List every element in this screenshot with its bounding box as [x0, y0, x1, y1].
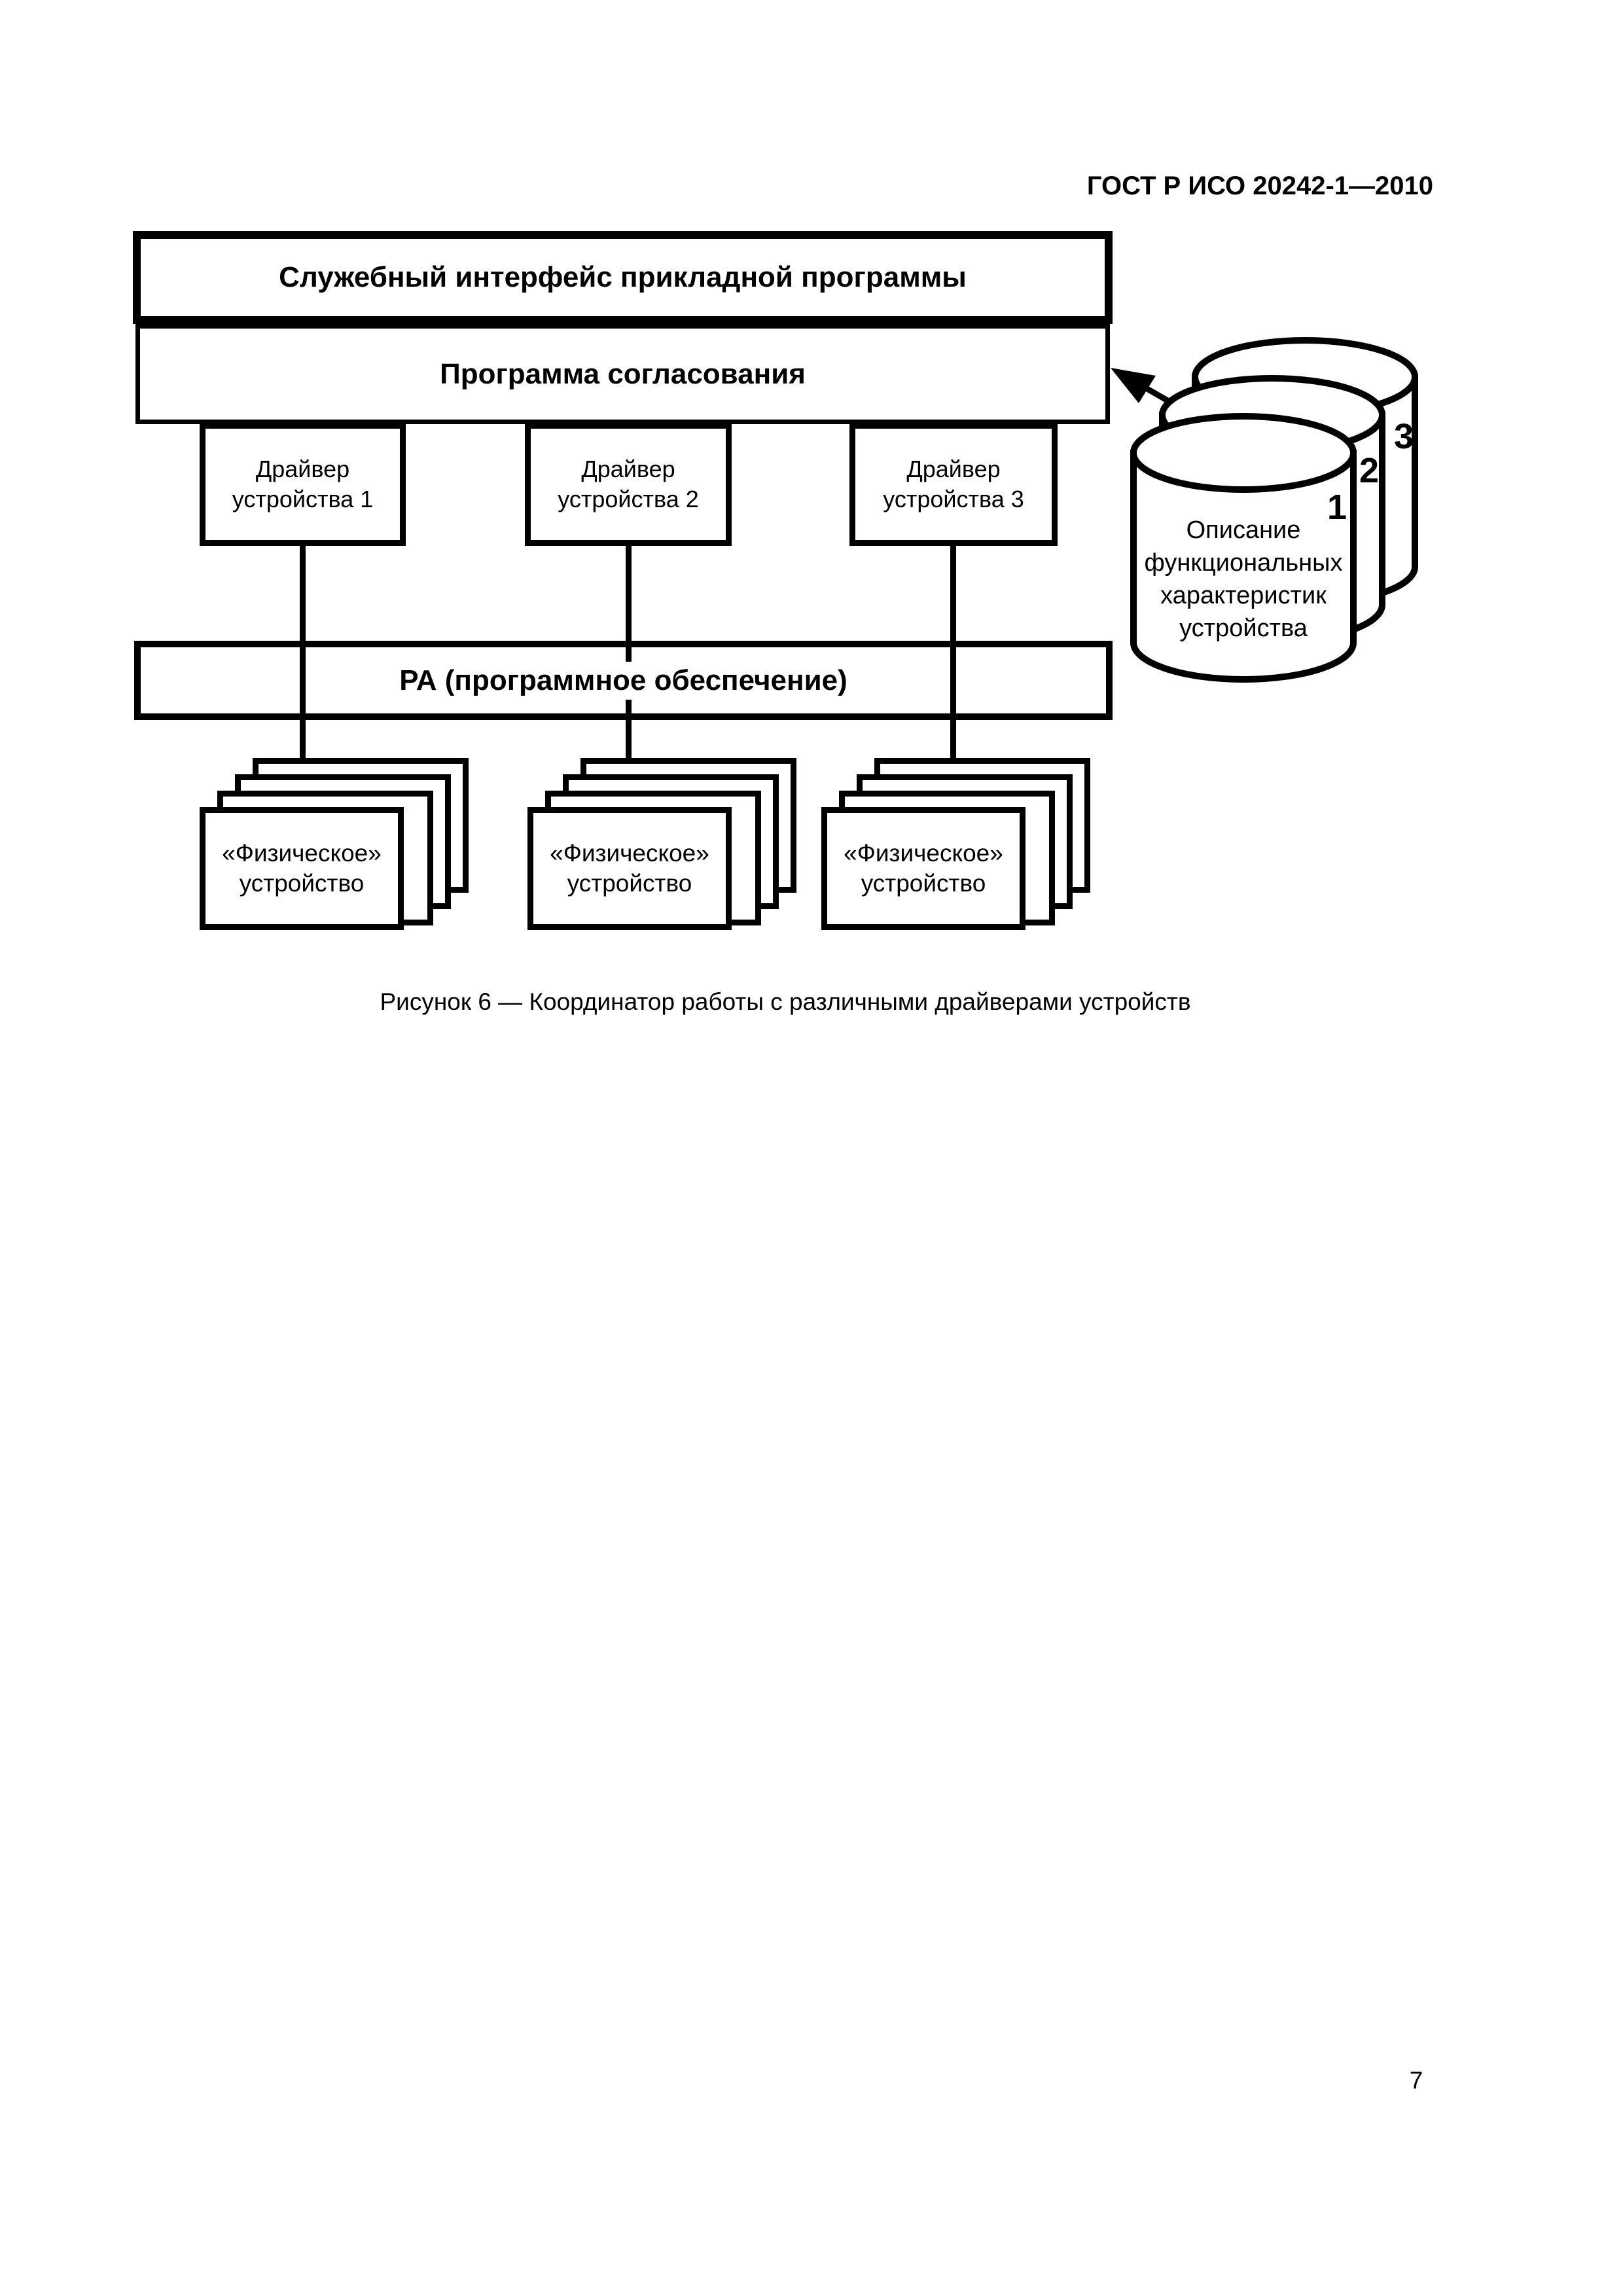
- coordinator-label: Программа согласования: [440, 357, 806, 390]
- database-text: Описание функциональных характеристик ус…: [1145, 516, 1343, 642]
- pa-software-label: РА (программное обеспечение): [387, 661, 859, 700]
- driver-1-line2: устройства 1: [232, 486, 374, 512]
- database-text-line-4: устройства: [1179, 615, 1308, 642]
- cylinder-label-3: 3: [1394, 417, 1414, 456]
- device-1-line1: «Физическое»: [222, 840, 382, 867]
- device-3-line2: устройство: [861, 870, 986, 897]
- connector-line-1: [300, 543, 306, 762]
- driver-box-3: Драйвер устройства 3: [849, 423, 1058, 546]
- service-interface-label: Служебный интерфейс прикладной программы: [279, 261, 967, 293]
- driver-1-line1: Драйвер: [255, 456, 350, 482]
- device-box-2: «Физическое» устройство: [527, 807, 732, 930]
- driver-3-line1: Драйвер: [906, 456, 1001, 482]
- driver-box-1: Драйвер устройства 1: [200, 423, 406, 546]
- device-description-database-group: 3 2 1 Описание функциональных характерис…: [1111, 337, 1418, 683]
- device-3-line1: «Физическое»: [844, 840, 1003, 867]
- driver-2-line2: устройства 2: [558, 486, 699, 512]
- device-2-line1: «Физическое»: [550, 840, 709, 867]
- driver-3-line2: устройства 3: [883, 486, 1024, 512]
- driver-box-2: Драйвер устройства 2: [525, 423, 732, 546]
- device-box-3: «Физическое» устройство: [821, 807, 1026, 930]
- device-box-1: «Физическое» устройство: [200, 807, 404, 930]
- device-2-line2: устройство: [567, 870, 692, 897]
- service-interface-box: Служебный интерфейс прикладной программы: [133, 231, 1113, 324]
- coordinator-box: Программа согласования: [135, 324, 1110, 424]
- device-1-line2: устройство: [239, 870, 365, 897]
- database-text-line-1: Описание: [1186, 516, 1301, 544]
- database-cylinder-1: [1130, 413, 1357, 683]
- document-code-header: ГОСТ Р ИСО 20242-1—2010: [1086, 171, 1433, 200]
- pa-software-box: РА (программное обеспечение): [134, 641, 1113, 720]
- page-number: 7: [1409, 2067, 1423, 2094]
- connector-line-3: [950, 543, 956, 762]
- database-text-line-2: функциональных: [1145, 549, 1343, 577]
- connector-line-2: [626, 543, 632, 762]
- database-text-line-3: характеристик: [1160, 582, 1327, 609]
- figure-caption: Рисунок 6 — Координатор работы с различн…: [380, 988, 1191, 1015]
- cylinder-label-1: 1: [1327, 488, 1347, 527]
- driver-2-line1: Драйвер: [581, 456, 675, 482]
- cylinder-label-2: 2: [1359, 451, 1379, 490]
